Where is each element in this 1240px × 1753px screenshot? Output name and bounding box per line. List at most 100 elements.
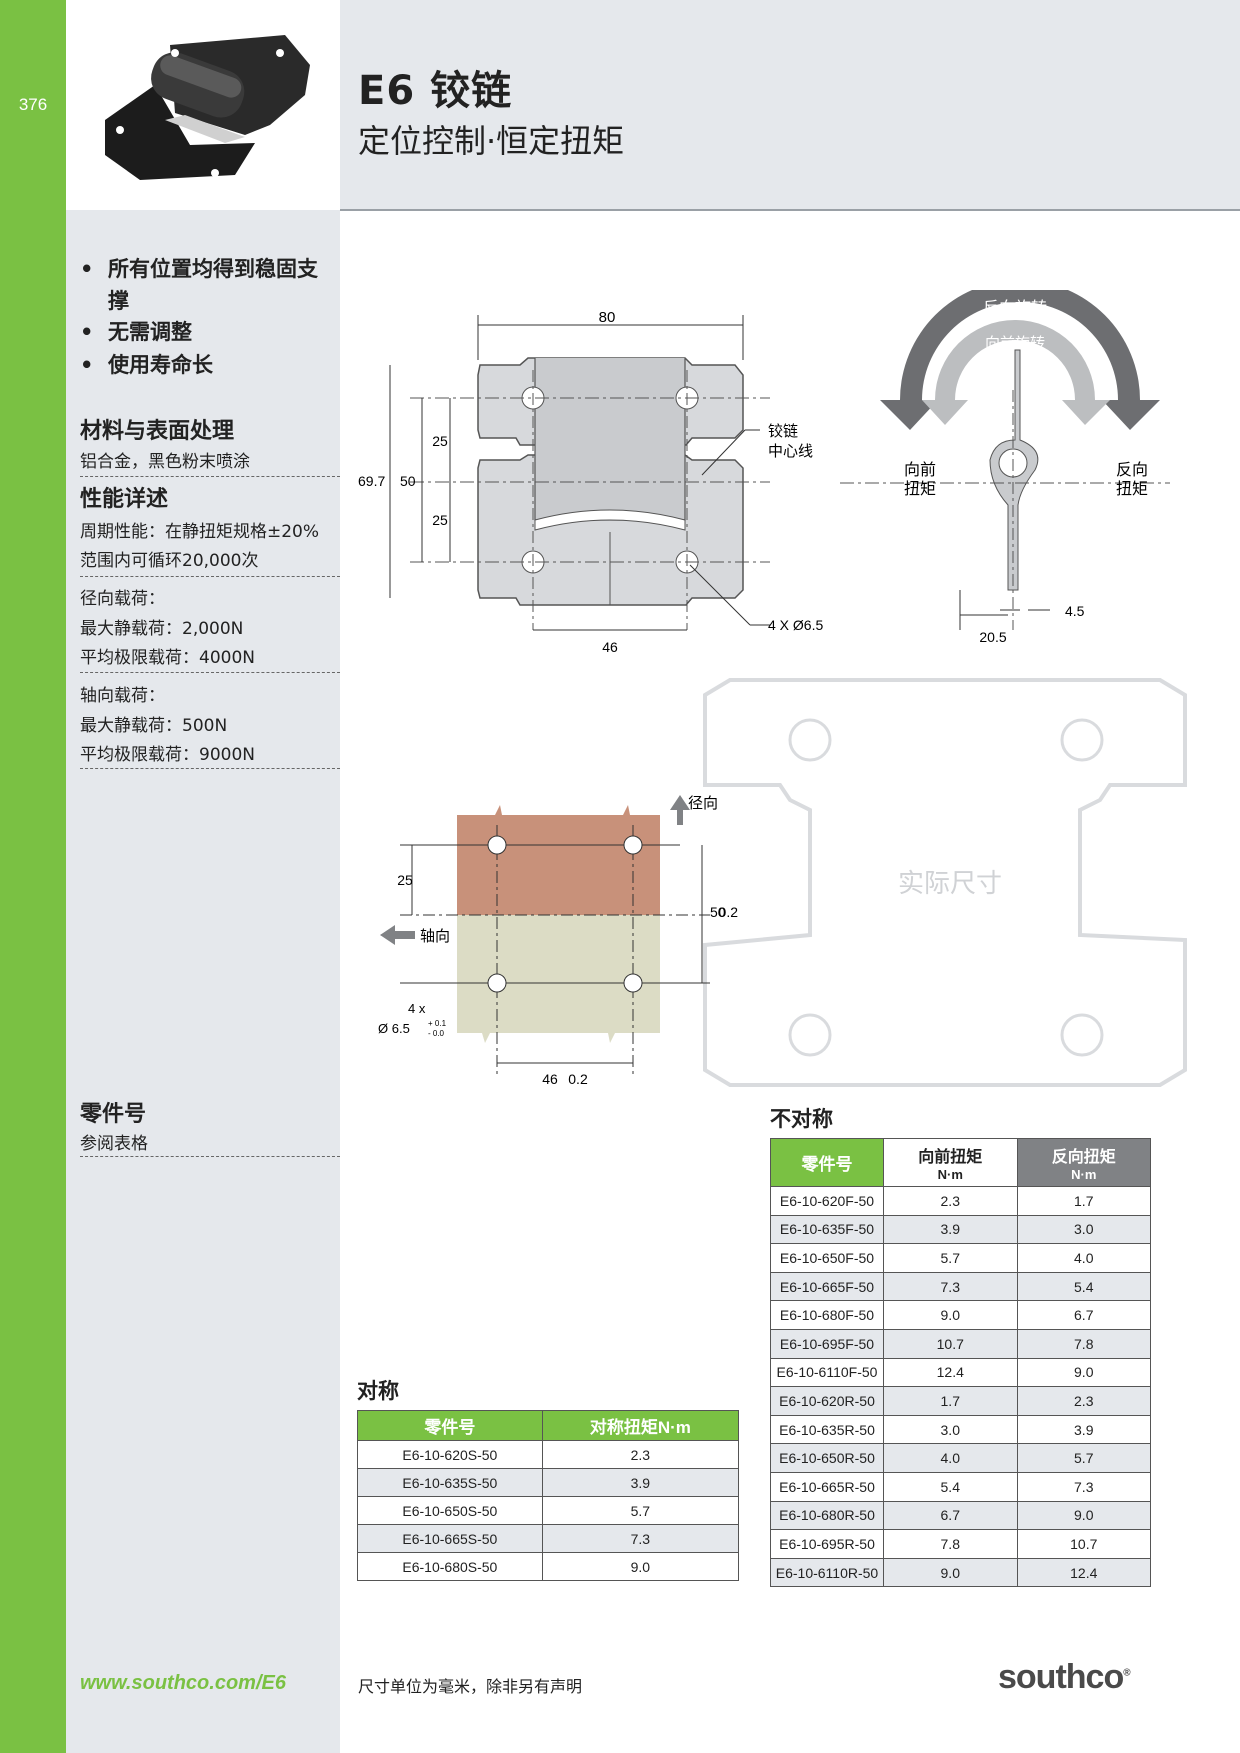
header-band [340, 0, 1240, 210]
footer-url[interactable]: www.southco.com/E6 [80, 1672, 286, 1694]
divider [80, 672, 340, 673]
part-number-heading: 零件号 [80, 1102, 147, 1127]
forward-torque-cell: 9.0 [883, 1300, 1018, 1330]
svg-text:50: 50 [710, 904, 726, 920]
part-cell: E6-10-6110R-50 [770, 1557, 884, 1588]
svg-text:轴向: 轴向 [420, 928, 450, 945]
svg-text:实际尺寸: 实际尺寸 [898, 868, 1002, 898]
divider [80, 476, 340, 477]
sym-header-torque: 对称扭矩N·m [541, 1410, 740, 1441]
reverse-torque-cell: 10.7 [1016, 1529, 1151, 1559]
forward-torque-cell: 2.3 [883, 1186, 1018, 1216]
part-cell: E6-10-695R-50 [770, 1529, 884, 1559]
svg-text:46: 46 [602, 639, 618, 655]
radial-load-title: 径向载荷： [80, 589, 165, 609]
svg-text:反向: 反向 [1116, 461, 1148, 479]
forward-torque-cell: 1.7 [883, 1386, 1018, 1416]
part-cell: E6-10-6110F-50 [770, 1357, 884, 1388]
footer-note: 尺寸单位为毫米，除非另有声明 [358, 1677, 583, 1696]
reverse-torque-cell: 6.7 [1016, 1300, 1151, 1330]
part-cell: E6-10-680F-50 [770, 1300, 884, 1330]
forward-torque-cell: 3.0 [883, 1414, 1018, 1445]
axial-avg-load: 平均极限载荷：9000N [80, 745, 255, 765]
sidebar-tab-marker [0, 258, 66, 306]
forward-torque-cell: 5.4 [883, 1471, 1018, 1502]
forward-torque-cell: 6.7 [883, 1500, 1018, 1531]
forward-torque-cell: 7.8 [883, 1529, 1018, 1559]
page-title: E6 铰链 [358, 68, 513, 114]
front-view-drawing: 80 69.7 50 25 25 46 4 X Ø6.5 铰链 中心线 [358, 309, 823, 655]
asym-table-title: 不对称 [770, 1107, 833, 1131]
divider [80, 576, 340, 577]
asym-header-part: 零件号 [770, 1138, 884, 1187]
radial-max-load: 最大静载荷：2,000N [80, 619, 244, 639]
part-cell: E6-10-680R-50 [770, 1500, 884, 1531]
reverse-torque-cell: 7.3 [1016, 1471, 1151, 1502]
torque-cell: 5.7 [541, 1496, 740, 1525]
part-cell: E6-10-650F-50 [770, 1243, 884, 1273]
svg-text:径向: 径向 [688, 795, 718, 812]
part-cell: E6-10-650R-50 [770, 1443, 884, 1473]
forward-torque-cell: 5.7 [883, 1243, 1018, 1273]
feature-item: •使用寿命长 [80, 353, 213, 377]
part-cell: E6-10-635R-50 [770, 1414, 884, 1445]
reverse-torque-cell: 1.7 [1016, 1186, 1151, 1216]
part-cell: E6-10-695F-50 [770, 1328, 884, 1359]
forward-torque-cell: 4.0 [883, 1443, 1018, 1473]
reverse-torque-cell: 4.0 [1016, 1243, 1151, 1273]
page-subtitle: 定位控制·恒定扭矩 [358, 122, 625, 160]
reverse-torque-cell: 5.7 [1016, 1443, 1151, 1473]
torque-cell: 2.3 [541, 1440, 740, 1469]
svg-text:80: 80 [599, 309, 616, 326]
mounting-drawing: 径向 轴向 25 50 0.2 46 0.2 4 x Ø 6.5 + 0.1 -… [378, 795, 738, 1087]
svg-text:中心线: 中心线 [768, 443, 813, 460]
svg-text:向前: 向前 [904, 461, 936, 479]
part-cell: E6-10-665F-50 [770, 1271, 884, 1302]
side-view-drawing: 反向旋转 向前旋转 向前 扭矩 反向 扭矩 4.5 20.5 [840, 290, 1170, 645]
part-cell: E6-10-665R-50 [770, 1471, 884, 1502]
reverse-torque-cell: 9.0 [1016, 1500, 1151, 1531]
reverse-torque-cell: 5.4 [1016, 1271, 1151, 1302]
svg-text:25: 25 [432, 433, 448, 449]
divider [80, 768, 340, 769]
feature-item: •无需调整 [80, 320, 192, 344]
forward-torque-cell: 9.0 [883, 1557, 1018, 1588]
part-cell: E6-10-635S-50 [357, 1468, 543, 1497]
hinge-product-image [105, 35, 310, 180]
svg-text:25: 25 [432, 512, 448, 528]
part-cell: E6-10-665S-50 [357, 1524, 543, 1553]
cycle-line-1: 周期性能：在静扭矩规格±20% [80, 522, 320, 542]
part-number-text: 参阅表格 [80, 1134, 148, 1154]
svg-text:20.5: 20.5 [979, 629, 1006, 645]
svg-text:- 0.0: - 0.0 [428, 1029, 445, 1038]
forward-torque-cell: 12.4 [883, 1357, 1018, 1388]
svg-text:25: 25 [397, 872, 413, 888]
reverse-torque-cell: 12.4 [1016, 1557, 1151, 1588]
feature-item: •所有位置均得到稳固支撑 [80, 257, 318, 313]
reverse-torque-cell: 7.8 [1016, 1328, 1151, 1359]
actual-size-outline: 实际尺寸 [703, 678, 1187, 1087]
materials-text: 铝合金，黑色粉末喷涂 [80, 452, 250, 472]
southco-logo: southco® [998, 1658, 1131, 1696]
forward-torque-cell: 3.9 [883, 1214, 1018, 1245]
reverse-torque-cell: 2.3 [1016, 1386, 1151, 1416]
svg-text:50: 50 [400, 473, 416, 489]
radial-avg-load: 平均极限载荷：4000N [80, 648, 255, 668]
svg-text:4 X Ø6.5: 4 X Ø6.5 [768, 617, 823, 633]
materials-heading: 材料与表面处理 [80, 419, 235, 444]
